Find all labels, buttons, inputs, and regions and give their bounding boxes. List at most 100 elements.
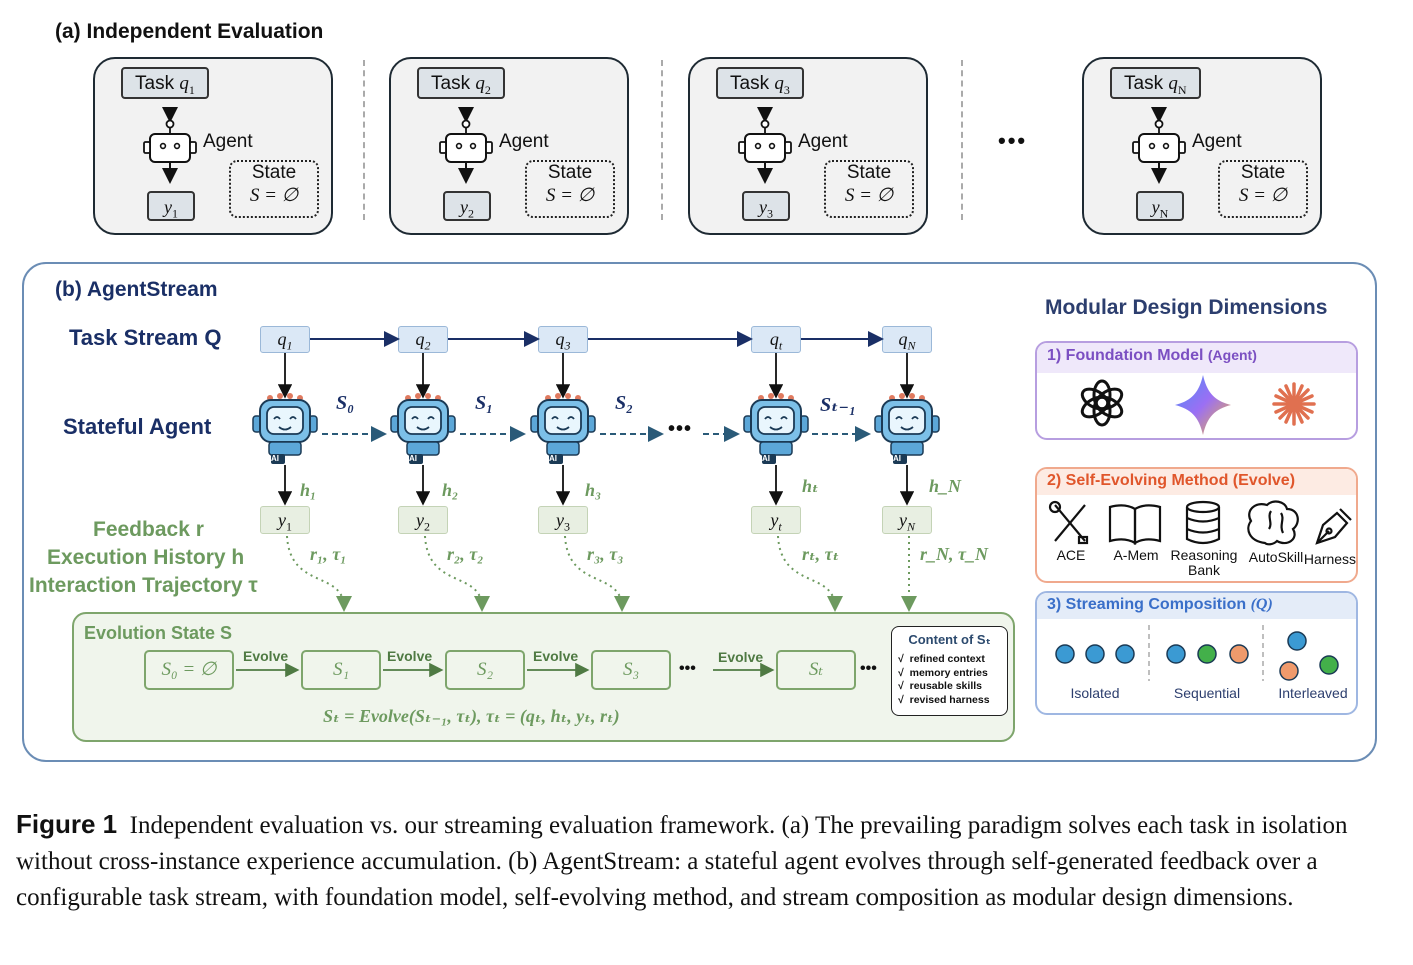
panel-separator bbox=[661, 60, 663, 220]
content-item: √ reusable skills bbox=[898, 680, 982, 692]
agentstream-frame bbox=[22, 262, 1377, 762]
evolve-label: Evolve bbox=[533, 648, 579, 664]
stream-task-box: q1 bbox=[260, 326, 310, 353]
feedback-r-label: r₁, τ₁ bbox=[310, 544, 347, 564]
robot-agent-icon bbox=[743, 392, 809, 465]
foundation-model-label: 1) Foundation Model (Agent) bbox=[1047, 347, 1257, 364]
ai-badge: AI bbox=[549, 454, 557, 463]
agent-ellipsis: ••• bbox=[668, 418, 693, 440]
evolution-state-box: Sₜ bbox=[776, 650, 856, 690]
output-box: y2 bbox=[443, 191, 491, 221]
evolution-state-title: Evolution State S bbox=[84, 623, 233, 643]
output-box: y3 bbox=[742, 191, 790, 221]
agent-label: Agent bbox=[203, 131, 253, 152]
method-label-amem: A-Mem bbox=[1113, 547, 1159, 563]
self-evolving-label: 2) Self-Evolving Method (Evolve) bbox=[1047, 472, 1296, 489]
robot-agent-icon bbox=[874, 392, 940, 465]
part-a-connectors bbox=[143, 107, 1186, 184]
open-book-icon bbox=[1108, 504, 1162, 545]
history-label: Execution History h bbox=[47, 546, 245, 569]
streaming-composition-panel: 3) Streaming Composition (Q) Isolated Se… bbox=[1035, 591, 1358, 715]
streaming-composition-label: 3) Streaming Composition (Q) bbox=[1047, 596, 1273, 613]
feedback-label: Feedback r bbox=[93, 518, 204, 541]
agent-outline-icon bbox=[143, 107, 197, 184]
evolve-label: Evolve bbox=[387, 648, 433, 664]
part-b-title: (b) AgentStream bbox=[55, 278, 218, 301]
feedback-r-label: rₜ, τₜ bbox=[802, 544, 840, 564]
history-h-label: hₜ bbox=[802, 476, 819, 496]
content-item: √ revised harness bbox=[898, 693, 990, 706]
self-evolving-panel: 2) Self-Evolving Method (Evolve) ACE A-M… bbox=[1035, 467, 1358, 583]
panel-separator bbox=[961, 60, 963, 220]
panel-separator bbox=[363, 60, 365, 220]
mode-label-sequential: Sequential bbox=[1173, 685, 1241, 701]
content-item: √ refined context bbox=[898, 653, 985, 665]
evolve-arrows bbox=[236, 662, 775, 678]
stream-task-box: qN bbox=[882, 326, 932, 353]
gemini-logo-icon bbox=[1175, 375, 1231, 435]
foundation-model-icons bbox=[1080, 375, 1316, 435]
stream-task-box: qt bbox=[751, 326, 801, 353]
figure-caption: Figure 1 Independent evaluation vs. our … bbox=[16, 806, 1396, 916]
history-h-label: h₃ bbox=[585, 480, 602, 500]
content-of-state-box: Content of Sₜ √ refined context √ memory… bbox=[891, 626, 1008, 716]
evolve-label: Evolve bbox=[718, 649, 764, 665]
output-box: y1 bbox=[147, 191, 195, 221]
openai-logo-icon bbox=[1080, 379, 1124, 427]
task-box: Task q3 bbox=[716, 67, 804, 99]
agent-label: Agent bbox=[499, 131, 549, 152]
evolution-ellipsis: ••• bbox=[679, 660, 696, 677]
agentstream-connectors bbox=[252, 331, 940, 612]
history-h-label: h₁ bbox=[300, 480, 317, 500]
ai-badge: AI bbox=[409, 454, 417, 463]
method-label-ace: ACE bbox=[1056, 547, 1086, 563]
evolution-state-box: S₁ bbox=[301, 650, 381, 690]
foundation-model-panel: 1) Foundation Model (Agent) bbox=[1035, 341, 1358, 440]
stream-output-box: yt bbox=[751, 506, 801, 534]
agent-outline-icon bbox=[738, 107, 792, 184]
ai-badge: AI bbox=[271, 454, 279, 463]
ai-badge: AI bbox=[893, 454, 901, 463]
state-transition-label: Sₜ₋₁ bbox=[820, 394, 857, 416]
stream-output-box: y2 bbox=[398, 506, 448, 534]
stream-task-box: q3 bbox=[538, 326, 588, 353]
evolve-formula: Sₜ = Evolve(Sₜ₋₁, τₜ), τₜ = (qₜ, hₜ, yₜ,… bbox=[323, 706, 620, 726]
claude-logo-icon bbox=[1272, 382, 1316, 426]
task-box: Task q2 bbox=[417, 67, 505, 99]
task-box: Task q1 bbox=[121, 67, 209, 99]
feedback-r-label: r₃, τ₃ bbox=[587, 544, 624, 564]
agent-label: Agent bbox=[1192, 131, 1242, 152]
stream-output-box: y1 bbox=[260, 506, 310, 534]
history-h-label: h₂ bbox=[442, 480, 459, 500]
composition-icons bbox=[1055, 625, 1339, 681]
brain-icon bbox=[1247, 500, 1299, 546]
evolution-state-box: S₀ = ∅ bbox=[144, 650, 234, 690]
method-icons bbox=[1048, 500, 1352, 546]
method-label-reasoning-bank: Reasoning Bank bbox=[1170, 547, 1238, 578]
evolution-state-box: S₂ bbox=[445, 650, 525, 690]
task-stream-label: Task Stream Q bbox=[69, 325, 222, 350]
mode-label-interleaved: Interleaved bbox=[1278, 685, 1348, 701]
history-h-label: h_N bbox=[929, 476, 962, 496]
evolve-label: Evolve bbox=[243, 648, 289, 664]
caption-text: Independent evaluation vs. our streaming… bbox=[16, 812, 1348, 911]
agent-label: Agent bbox=[798, 131, 848, 152]
robot-agent-icon bbox=[252, 392, 318, 465]
trajectory-label: Interaction Trajectory τ bbox=[29, 574, 258, 597]
output-box: yN bbox=[1136, 191, 1184, 221]
evolution-ellipsis: ••• bbox=[860, 660, 877, 677]
database-icon bbox=[1185, 500, 1221, 545]
content-item: √ memory entries bbox=[898, 666, 988, 679]
task-box: Task qN bbox=[1110, 67, 1201, 99]
state-transition-label: S₂ bbox=[615, 392, 634, 414]
robot-agent-icon bbox=[390, 392, 456, 465]
fountain-pen-icon bbox=[1315, 508, 1352, 545]
state-transition-label: S₀ bbox=[336, 392, 355, 414]
